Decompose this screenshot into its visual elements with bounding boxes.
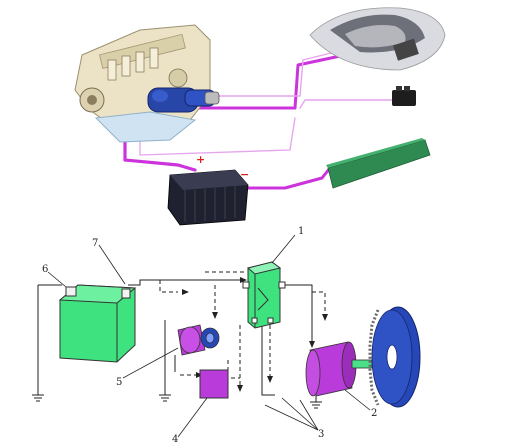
callout-5: 5 bbox=[116, 377, 122, 388]
relay-module-illustration bbox=[392, 86, 416, 106]
starter-relay-schematic bbox=[242, 261, 286, 329]
callout-2: 2 bbox=[371, 408, 377, 419]
schematic-panel bbox=[32, 234, 421, 438]
callout-leaders bbox=[47, 234, 371, 438]
battery-negative-symbol: − bbox=[240, 168, 249, 181]
flywheel-schematic bbox=[368, 306, 421, 408]
callout-3: 3 bbox=[318, 429, 324, 440]
starter-motor-schematic bbox=[305, 341, 373, 397]
wire-to-relay bbox=[299, 99, 393, 109]
starter-motor-illustration bbox=[147, 87, 220, 113]
engine-illustration bbox=[74, 24, 211, 143]
flow-arrows bbox=[182, 277, 328, 392]
ignition-switch-schematic bbox=[177, 324, 220, 356]
vehicle-console-illustration bbox=[309, 7, 446, 71]
circuit-lines bbox=[38, 271, 326, 396]
callout-labels: 1 2 3 4 5 6 7 bbox=[42, 226, 377, 445]
wire-to-sensor bbox=[243, 166, 332, 190]
battery-positive-symbol: + bbox=[196, 153, 205, 166]
sensor-bar-illustration bbox=[326, 138, 431, 189]
ignition-unit-schematic bbox=[199, 369, 229, 399]
illustration-panel: + − bbox=[74, 7, 446, 226]
callout-6: 6 bbox=[42, 264, 48, 275]
battery-schematic bbox=[58, 284, 137, 363]
callout-1: 1 bbox=[298, 226, 304, 237]
callout-7: 7 bbox=[92, 238, 98, 249]
callout-4: 4 bbox=[172, 434, 178, 445]
battery-illustration: + − bbox=[167, 153, 249, 226]
